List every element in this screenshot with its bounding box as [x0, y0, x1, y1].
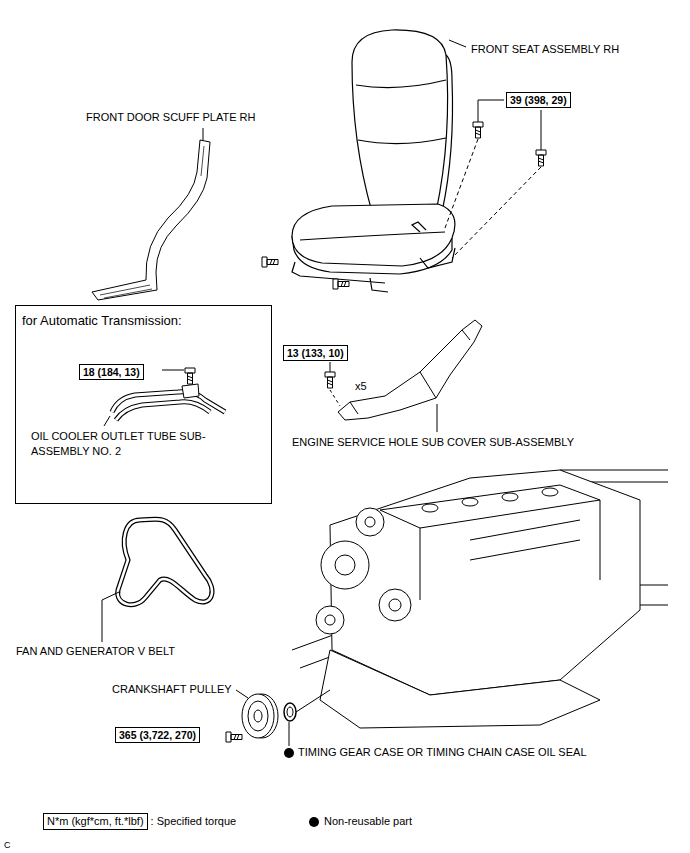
torque-value: 365 (3,722, 270): [119, 729, 196, 741]
legend-torque-box: N*m (kgf*cm, ft.*lbf): [43, 813, 148, 830]
unit-legend: N*m (kgf*cm, ft.*lbf): [47, 815, 144, 828]
legend-text: : Specified torque: [151, 815, 237, 828]
figure-code: C: [4, 839, 11, 852]
part-name: OIL COOLER OUTLET TUBE SUB-ASSEMBLY NO. …: [31, 429, 206, 459]
part-name: CRANKSHAFT PULLEY: [112, 683, 232, 696]
variant-heading: for Automatic Transmission:: [22, 313, 182, 329]
engine-drawing: [292, 470, 668, 728]
torque-value: 18 (184, 13): [83, 366, 140, 378]
variant-box: for Automatic Transmission: OIL COOLER OU…: [15, 305, 272, 504]
part-name: FRONT DOOR SCUFF PLATE RH: [86, 111, 256, 124]
torque-spec-box: 365 (3,722, 270): [115, 727, 200, 743]
legend-entry: Non-reusable part: [308, 815, 412, 828]
part-name: ENGINE SERVICE HOLE SUB COVER SUB-ASSEMB…: [292, 436, 574, 449]
seat-drawing: [292, 30, 455, 292]
torque-value: 13 (133, 10): [287, 347, 344, 359]
torque-spec-box: 18 (184, 13): [79, 364, 144, 380]
torque-spec-box: 13 (133, 10): [283, 345, 348, 361]
legend-symbol: [308, 816, 320, 828]
quantity-label: x5: [355, 380, 367, 393]
part-name: FRONT SEAT ASSEMBLY RH: [471, 43, 619, 56]
torque-value: 39 (398, 29): [510, 94, 567, 106]
non-reusable-mark: [284, 748, 294, 758]
legend-text: Non-reusable part: [324, 815, 412, 828]
torque-spec-box: 39 (398, 29): [506, 92, 571, 108]
part-name: TIMING GEAR CASE OR TIMING CHAIN CASE OI…: [298, 746, 587, 759]
part-name: FAN AND GENERATOR V BELT: [16, 645, 175, 658]
